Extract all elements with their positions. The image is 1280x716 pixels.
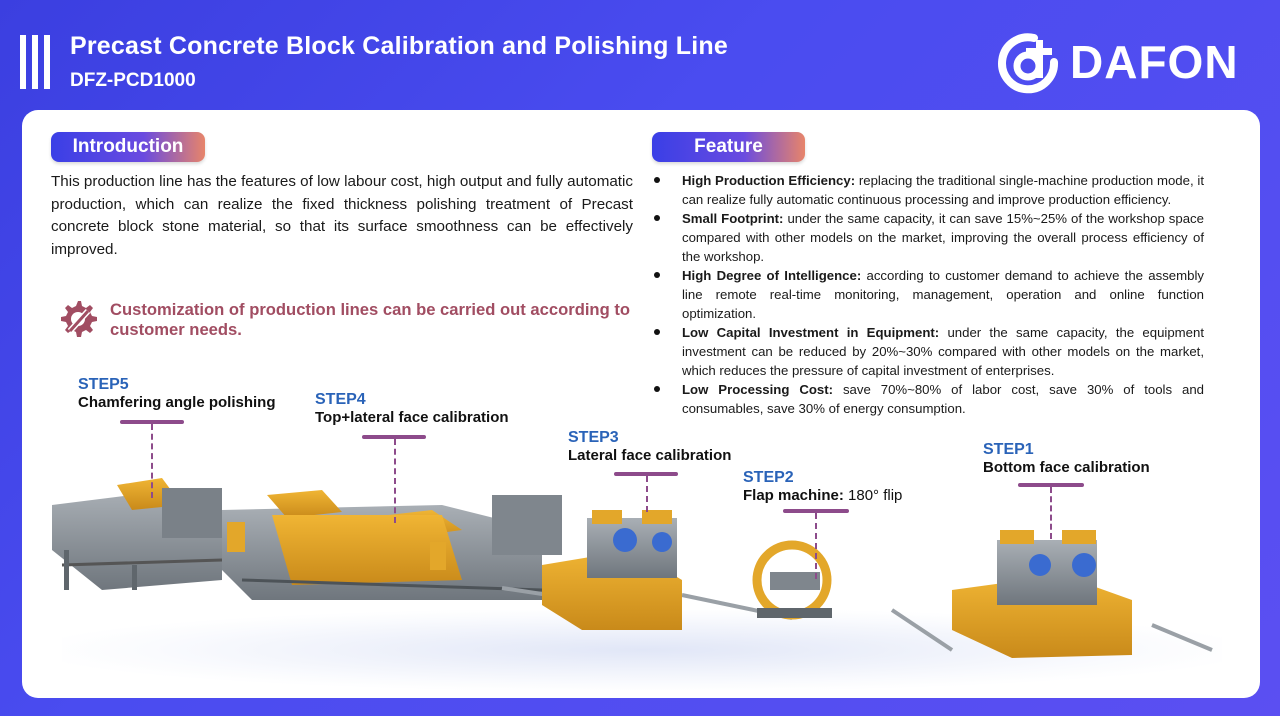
step4-pointer-line [394,439,396,523]
step1-machine [952,530,1132,658]
step2-label: STEP2 Flap machine: 180° flip [743,469,903,504]
step2-machine [752,540,832,620]
step4-machine [222,490,562,600]
feature-item: Small Footprint: under the same capacity… [652,209,1204,266]
feature-item: Low Processing Cost: save 70%~80% of lab… [652,380,1204,418]
feature-item: High Production Efficiency: replacing th… [652,171,1204,209]
step3-pointer-bar [614,472,678,476]
gear-wrench-icon [61,301,97,337]
step2-pointer-line [815,513,817,579]
feature-list: High Production Efficiency: replacing th… [652,171,1204,418]
step1-pointer-bar [1018,483,1084,487]
step3-machine [542,510,682,630]
model-number: DFZ-PCD1000 [70,70,196,91]
step5-pointer-line [151,424,153,498]
step2-pointer-bar [783,509,849,513]
dafon-logo: DAFON [996,30,1239,94]
introduction-label: Introduction [51,132,205,162]
step4-pointer-bar [362,435,426,439]
step3-pointer-line [646,476,648,512]
feature-item: Low Capital Investment in Equipment: und… [652,323,1204,380]
step5-pointer-bar [120,420,184,424]
content-card: Introduction This production line has th… [22,110,1260,698]
customization-text: Customization of production lines can be… [110,300,630,339]
dafon-logo-icon [998,33,1059,94]
production-line-illustration [52,478,1213,658]
customization-note: Customization of production lines can be… [56,295,630,345]
logo-text: DAFON [1070,36,1239,88]
step1-pointer-line [1050,487,1052,539]
feature-item: High Degree of Intelligence: according t… [652,266,1204,323]
feature-label: Feature [652,132,805,162]
step3-label: STEP3 Lateral face calibration [568,429,732,464]
step1-label: STEP1 Bottom face calibration [983,441,1150,476]
introduction-text: This production line has the features of… [51,173,633,258]
title-bars-decoration [20,35,50,89]
header: Precast Concrete Block Calibration and P… [0,0,1280,108]
step5-label: STEP5 Chamfering angle polishing [78,376,276,411]
page-title: Precast Concrete Block Calibration and P… [70,32,728,60]
step4-label: STEP4 Top+lateral face calibration [315,391,509,426]
step5-machine [52,478,223,590]
